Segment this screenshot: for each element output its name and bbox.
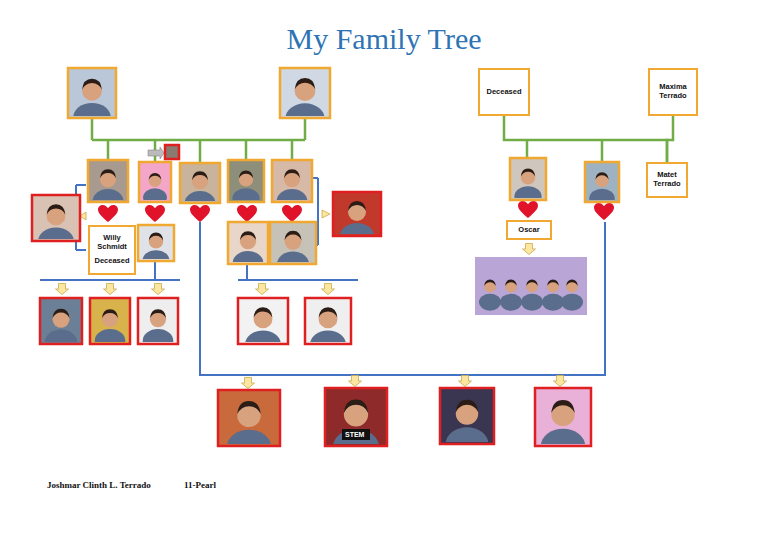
node-text: Oscar (518, 226, 539, 235)
name-box: Maxima Terrado (648, 68, 698, 116)
photo-caption: STEM (345, 430, 364, 439)
node-text: Maxima Terrado (652, 83, 694, 100)
family-line (667, 116, 673, 162)
name-box: Oscar (506, 220, 552, 240)
footer-text: Joshmar Clinth L. Terrado (47, 480, 151, 490)
page-title: My Family Tree (0, 22, 768, 56)
family-line (504, 116, 667, 162)
node-text: Deceased (94, 257, 129, 266)
node-text: Deceased (486, 88, 521, 97)
name-box: Willy SchmidtDeceased (88, 225, 136, 275)
node-text: Matet Terrado (650, 171, 684, 188)
footer-text: 11-Pearl (184, 480, 216, 490)
name-box: Matet Terrado (646, 162, 688, 198)
name-box: Deceased (478, 68, 530, 116)
node-text: Willy Schmidt (92, 234, 132, 251)
